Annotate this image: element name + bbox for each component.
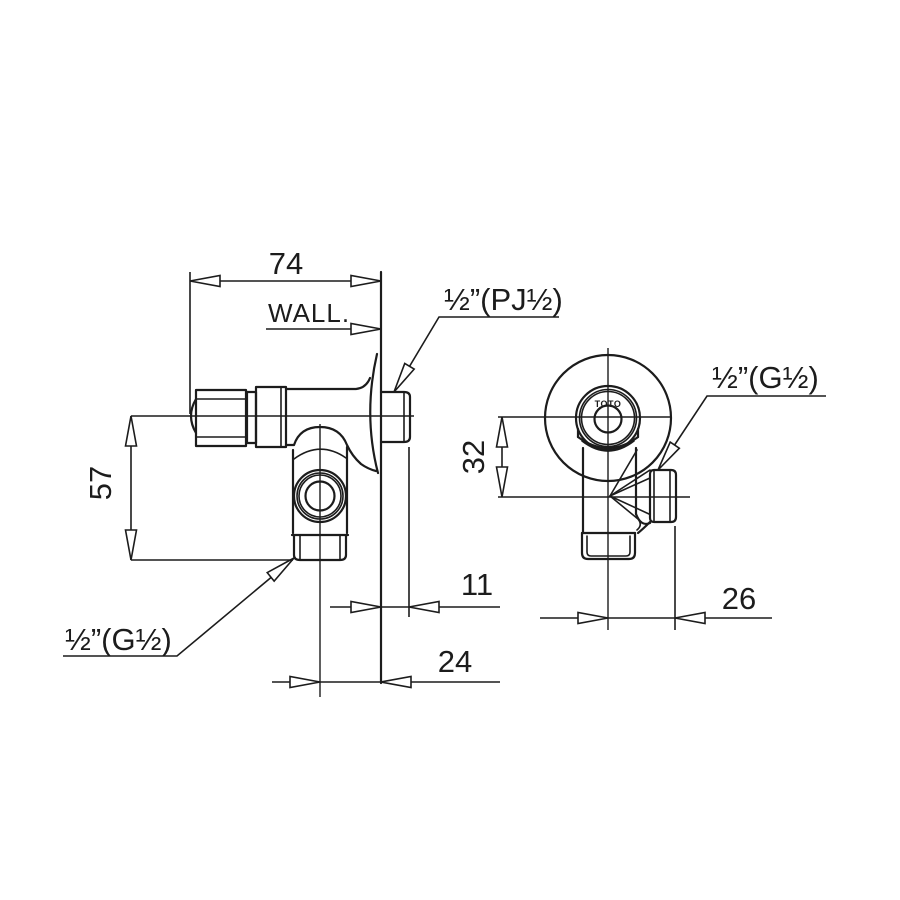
- outlet-thread-text: ½”(G½): [65, 622, 172, 657]
- label-inlet-pj: ½”(PJ½): [388, 282, 563, 396]
- side-port: [636, 468, 678, 535]
- body-shoulder-inner-arc: [293, 448, 347, 460]
- leader-line: [395, 316, 559, 390]
- dim-26: 26: [540, 526, 772, 630]
- knob-boss: [576, 427, 640, 452]
- wall-label: WALL.: [266, 298, 382, 336]
- bottom-port-front-view: [580, 531, 637, 561]
- dim-24: 24: [272, 644, 500, 689]
- label-outlet-g-left: ½”(G½): [63, 552, 299, 657]
- valve-bonnet: [254, 385, 288, 449]
- side-port-cone-lines: [609, 449, 651, 531]
- logo-text: TOTO: [595, 399, 622, 409]
- body-shoulder-arch: [284, 425, 378, 473]
- wall-flange: [369, 352, 380, 475]
- dim-11: 11: [330, 447, 500, 617]
- outlet-thread-text: ½”(G½): [712, 360, 819, 395]
- dim-24-value: 24: [438, 644, 472, 679]
- dim-32-value: 32: [456, 440, 491, 474]
- inlet-nipple: [379, 390, 412, 444]
- handle-knob: [189, 388, 258, 448]
- dim-74: 74: [189, 246, 382, 414]
- label-outlet-g-right: ½”(G½): [652, 360, 826, 474]
- front-view: TOTO: [456, 348, 826, 630]
- leader-line: [63, 559, 293, 657]
- outlet-circles: [292, 468, 348, 524]
- dim-57-value: 57: [83, 466, 118, 500]
- side-view: 74 WALL. ½”(PJ½) 57 ½”(G½): [63, 246, 563, 697]
- inlet-thread-text: ½”(PJ½): [444, 282, 563, 317]
- bottom-port-side-view: [290, 533, 350, 562]
- valve-body: [284, 376, 378, 535]
- dim-26-value: 26: [722, 581, 756, 616]
- knob-end-cap: [189, 397, 198, 435]
- leader-line: [659, 395, 826, 468]
- flange-circle: [543, 353, 673, 483]
- dim-11-value: 11: [461, 567, 493, 602]
- dim-32: 32: [456, 416, 509, 498]
- knob-circles: TOTO: [574, 384, 642, 452]
- dim-57: 57: [83, 415, 293, 561]
- wall-text: WALL.: [268, 298, 350, 328]
- dim-74-value: 74: [269, 246, 303, 281]
